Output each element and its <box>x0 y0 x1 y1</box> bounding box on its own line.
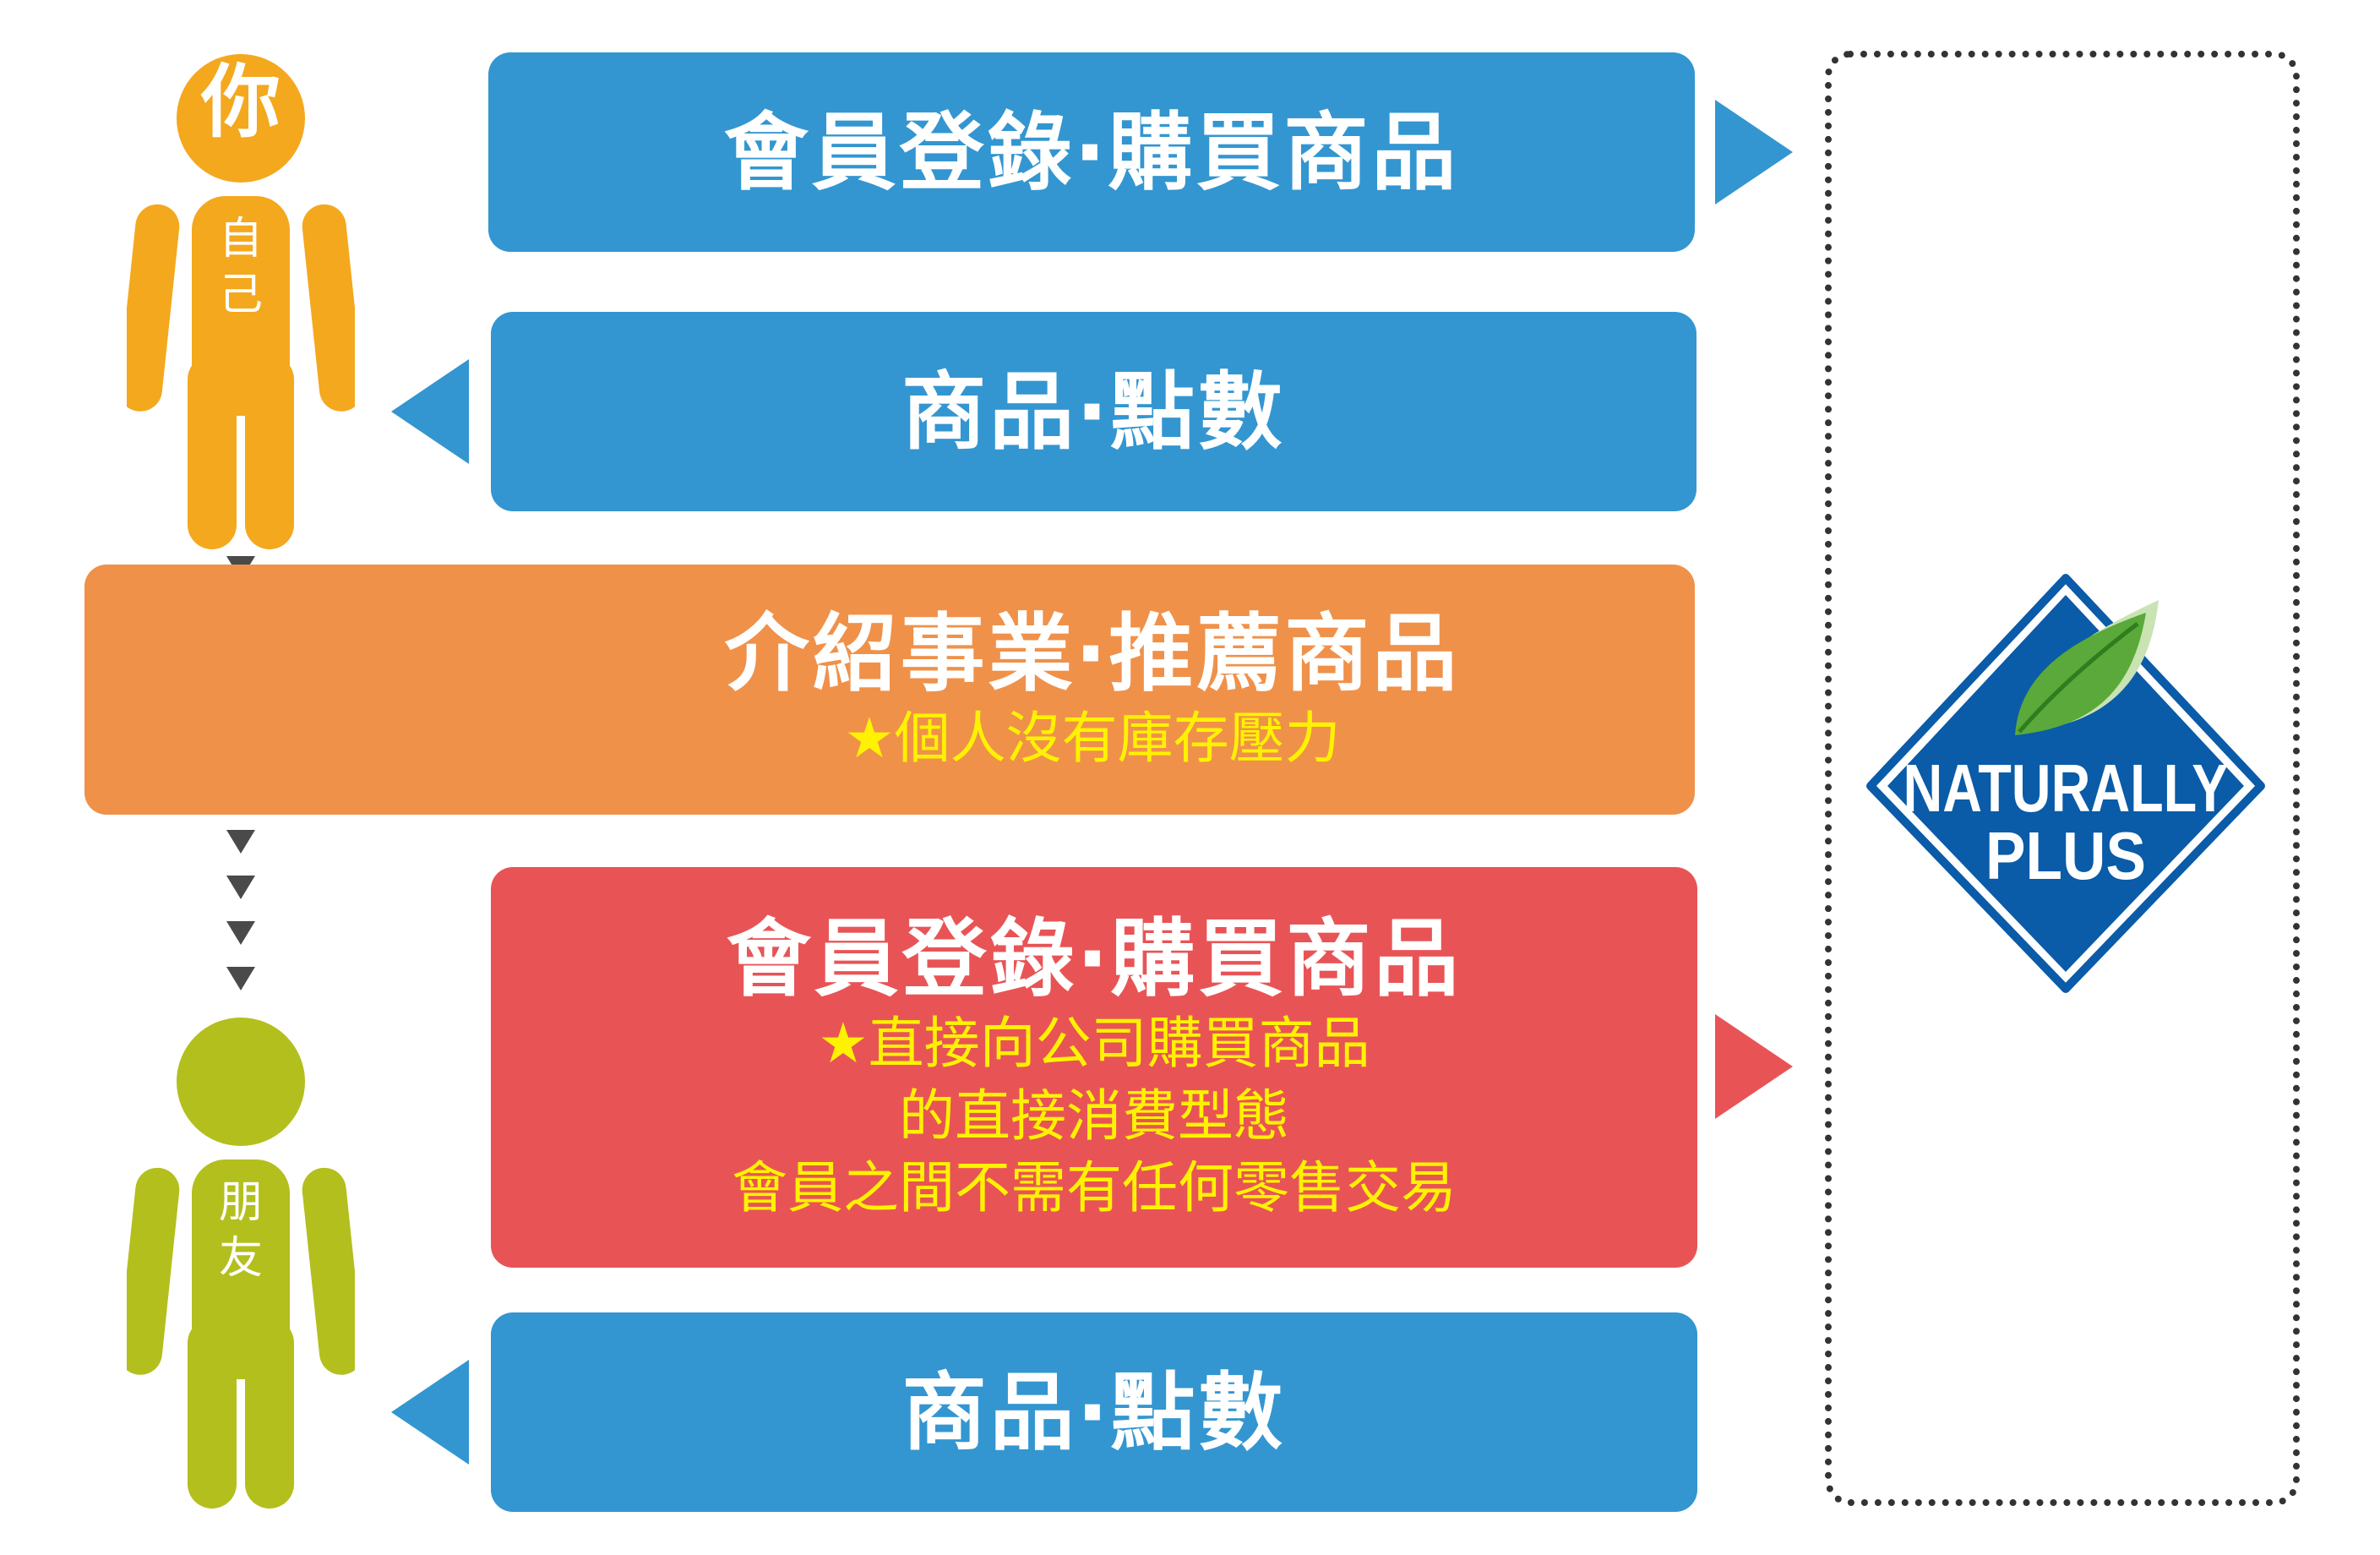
logo-line-1: NATURALLY <box>1903 750 2229 826</box>
friend-note-line-1: ★直接向公司購買商品 <box>818 1010 1370 1076</box>
friend-products-points-box: 商品‧點數 <box>491 1312 1697 1512</box>
introduce-business-box: 介紹事業‧推薦商品 ★個人沒有庫存壓力 <box>84 565 1695 815</box>
arrow-right-icon <box>1715 1014 1793 1119</box>
friend-note-line-2: 的直接消費型態 <box>899 1083 1289 1149</box>
register-purchase-box: 會員登錄‧購買商品 <box>488 52 1695 252</box>
company-container <box>1825 51 2300 1506</box>
friend-body-label-2: 友 <box>218 1233 263 1284</box>
person-icon-you <box>127 54 355 549</box>
you-body-label-1: 自 <box>218 214 263 265</box>
you-body-label-2: 己 <box>218 270 263 320</box>
arrow-left-icon <box>391 1360 469 1465</box>
person-icon-friend <box>127 1018 355 1509</box>
friend-note-line-3: 會員之間不需有任何零售交易 <box>732 1155 1457 1221</box>
arrow-left-icon <box>391 359 469 464</box>
register-purchase-title: 會員登錄‧購買商品 <box>723 102 1460 202</box>
products-points-box: 商品‧點數 <box>491 312 1696 511</box>
introduce-business-title: 介紹事業‧推薦商品 <box>724 603 1461 703</box>
naturally-plus-logo: NATURALLY PLUS <box>1866 574 2265 993</box>
friend-body-label-1: 朋 <box>218 1177 263 1228</box>
logo-line-2: PLUS <box>1985 818 2146 893</box>
friend-products-points-title: 商品‧點數 <box>901 1362 1287 1462</box>
leaf-icon <box>2015 600 2159 735</box>
friend-register-purchase-box: 會員登錄‧購買商品 ★直接向公司購買商品 的直接消費型態 會員之間不需有任何零售… <box>491 867 1697 1268</box>
friend-register-purchase-title: 會員登錄‧購買商品 <box>726 908 1462 1008</box>
arrow-down-icon <box>226 876 255 899</box>
products-points-title: 商品‧點數 <box>901 362 1286 461</box>
you-head-label: 你 <box>200 57 280 149</box>
arrow-down-icon <box>226 921 255 945</box>
arrow-down-icon <box>226 967 255 990</box>
arrow-right-icon <box>1715 100 1793 205</box>
arrow-down-icon <box>226 830 255 854</box>
introduce-business-note: ★個人沒有庫存壓力 <box>844 705 1341 771</box>
